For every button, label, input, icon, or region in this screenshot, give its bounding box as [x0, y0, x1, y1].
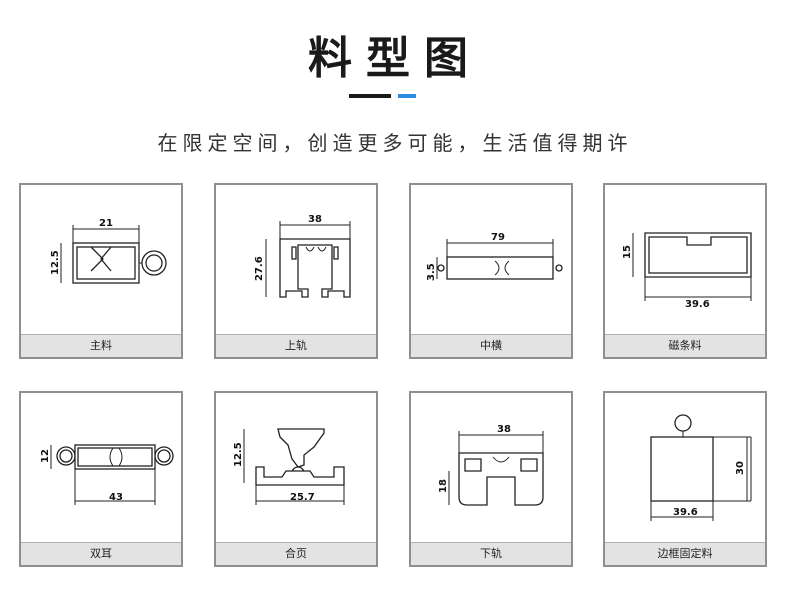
title-divider-dark	[349, 94, 391, 98]
dim-label-height: 27.6	[254, 256, 265, 281]
dim-label-height: 12.5	[50, 250, 61, 275]
profile-card-magnetic-strip: 15 39.6 磁条料	[603, 183, 767, 359]
profile-card-bottom-rail: 38 18 下轨	[409, 391, 573, 567]
profile-caption: 磁条料	[605, 334, 765, 357]
dim-label-height: 30	[735, 461, 746, 475]
dim-label-height: 18	[438, 479, 449, 493]
profile-drawing-hinge: 12.5 25.7	[233, 428, 345, 505]
profile-drawing-middle-rail: 79 3.5	[426, 232, 563, 281]
profile-card-top-rail: 38 27.6 上轨	[214, 183, 378, 359]
profile-card-main: 21 12.5 主料	[19, 183, 183, 359]
dim-label-width: 38	[308, 214, 322, 225]
dim-label-height: 15	[622, 245, 633, 259]
title-divider-accent	[398, 94, 416, 98]
dim-label-width: 38	[497, 424, 511, 435]
dim-label-width: 39.6	[685, 299, 710, 310]
profile-caption: 上轨	[216, 334, 376, 357]
dim-label-width: 25.7	[290, 492, 315, 503]
profile-caption: 中横	[411, 334, 571, 357]
profile-card-double-ear: 12 43 双耳	[19, 391, 183, 567]
dim-label-width: 43	[109, 492, 123, 503]
profile-drawing-main: 21 12.5	[50, 218, 167, 284]
profile-drawing-bottom-rail: 38 18	[438, 424, 544, 506]
dim-label-height: 3.5	[426, 263, 437, 281]
profile-caption: 下轨	[411, 542, 571, 565]
profile-drawing-top-rail: 38 27.6	[254, 214, 351, 298]
profile-caption: 边框固定料	[605, 542, 765, 565]
profile-card-frame-fixing: 30 39.6 边框固定料	[603, 391, 767, 567]
dim-label-width: 39.6	[673, 507, 698, 518]
profile-caption: 双耳	[21, 542, 181, 565]
profile-card-middle-rail: 79 3.5 中横	[409, 183, 573, 359]
dim-label-height: 12.5	[233, 442, 244, 467]
profile-drawing-double-ear: 12 43	[40, 444, 174, 505]
profile-caption: 主料	[21, 334, 181, 357]
dim-label-width: 21	[99, 218, 113, 229]
dim-label-width: 79	[491, 232, 505, 243]
profile-drawing-frame-fixing: 30 39.6	[650, 414, 752, 521]
dim-label-height: 12	[40, 449, 51, 463]
profile-card-hinge: 12.5 25.7 合页	[214, 391, 378, 567]
page-subtitle: 在限定空间，创造更多可能，生活值得期许	[157, 131, 633, 155]
profile-caption: 合页	[216, 542, 376, 565]
page-title: 料型图	[308, 33, 482, 84]
profile-drawing-magnetic-strip: 15 39.6	[622, 232, 752, 310]
